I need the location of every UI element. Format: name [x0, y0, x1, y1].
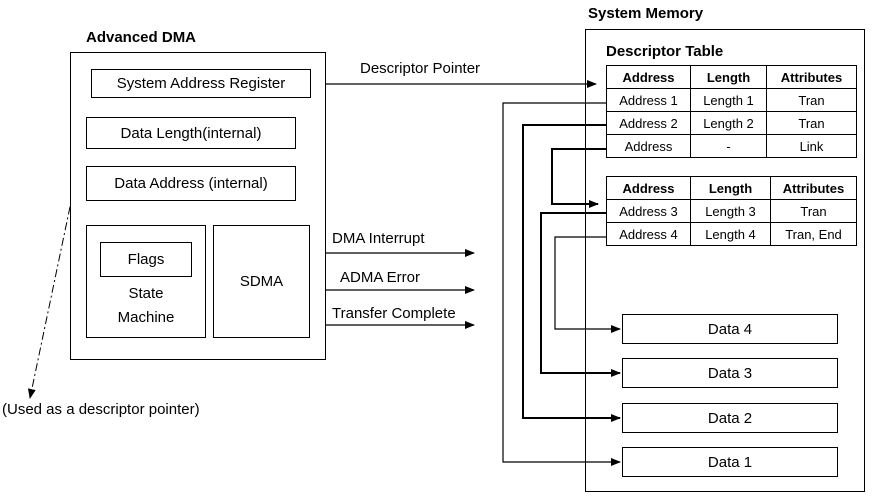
- table-row: Address 2 Length 2 Tran: [606, 111, 857, 135]
- address4-to-data4-line: [554, 236, 621, 333]
- dma-interrupt-label: DMA Interrupt: [332, 230, 425, 247]
- machine-label: Machine: [117, 309, 175, 326]
- flags-box: Flags: [100, 242, 192, 277]
- table2-header-address: Address: [606, 176, 691, 200]
- descriptor-table-1: Address Length Attributes Address 1 Leng…: [606, 65, 857, 158]
- address3-to-data3-line: [540, 212, 621, 377]
- data-block-4: Data 4: [622, 314, 838, 344]
- table1-header-address: Address: [606, 65, 691, 89]
- data-block-3: Data 3: [622, 358, 838, 388]
- advanced-dma-title: Advanced DMA: [86, 29, 197, 46]
- table2-header-attributes: Attributes: [770, 176, 857, 200]
- flags-label: Flags: [127, 251, 165, 268]
- table-row: Address 1 Length 1 Tran: [606, 88, 857, 112]
- system-memory-title: System Memory: [588, 5, 704, 22]
- table-cell: Tran, End: [770, 222, 857, 246]
- state-label: State: [128, 285, 164, 302]
- table-row: Address 3 Length 3 Tran: [606, 199, 857, 223]
- data-address-register: Data Address (internal): [86, 166, 296, 201]
- data-length-register: Data Length(internal): [86, 117, 296, 149]
- table1-header-length: Length: [690, 65, 767, 89]
- table-cell: Tran: [770, 199, 857, 223]
- table-row: Address - Link: [606, 134, 857, 158]
- address1-to-data1-line: [502, 102, 621, 466]
- table-cell: Length 4: [690, 222, 771, 246]
- table-cell: Length 1: [690, 88, 767, 112]
- table-cell: Tran: [766, 88, 857, 112]
- table-cell: Length 2: [690, 111, 767, 135]
- adma-error-label: ADMA Error: [340, 269, 421, 286]
- table2-header-row: Address Length Attributes: [606, 176, 857, 200]
- table-cell: Address: [606, 134, 691, 158]
- system-address-register: System Address Register: [91, 69, 311, 98]
- table-cell: -: [690, 134, 767, 158]
- data-length-label: Data Length(internal): [120, 124, 262, 142]
- table-cell: Length 3: [690, 199, 771, 223]
- table-cell: Address 3: [606, 199, 691, 223]
- table-cell: Link: [766, 134, 857, 158]
- table2-header-length: Length: [690, 176, 771, 200]
- table-row: Address 4 Length 4 Tran, End: [606, 222, 857, 246]
- data-block-1: Data 1: [622, 447, 838, 477]
- address2-to-data2-line: [522, 124, 621, 422]
- data-block-2: Data 2: [622, 403, 838, 433]
- transfer-complete-label: Transfer Complete: [332, 305, 456, 322]
- table-cell: Address 2: [606, 111, 691, 135]
- system-memory-box: [585, 29, 865, 492]
- sdma-box: SDMA: [213, 225, 310, 338]
- sdma-label: SDMA: [239, 273, 284, 290]
- descriptor-pointer-note: (Used as a descriptor pointer): [2, 401, 200, 418]
- table-cell: Address 1: [606, 88, 691, 112]
- table1-header-row: Address Length Attributes: [606, 65, 857, 89]
- system-address-register-label: System Address Register: [116, 75, 286, 92]
- link-to-table2-line: [551, 148, 606, 208]
- table-cell: Tran: [766, 111, 857, 135]
- table1-header-attributes: Attributes: [766, 65, 857, 89]
- descriptor-table-title: Descriptor Table: [606, 43, 724, 60]
- table-cell: Address 4: [606, 222, 691, 246]
- descriptor-table-2: Address Length Attributes Address 3 Leng…: [606, 176, 857, 246]
- descriptor-pointer-label: Descriptor Pointer: [360, 60, 481, 77]
- data-address-label: Data Address (internal): [114, 175, 268, 192]
